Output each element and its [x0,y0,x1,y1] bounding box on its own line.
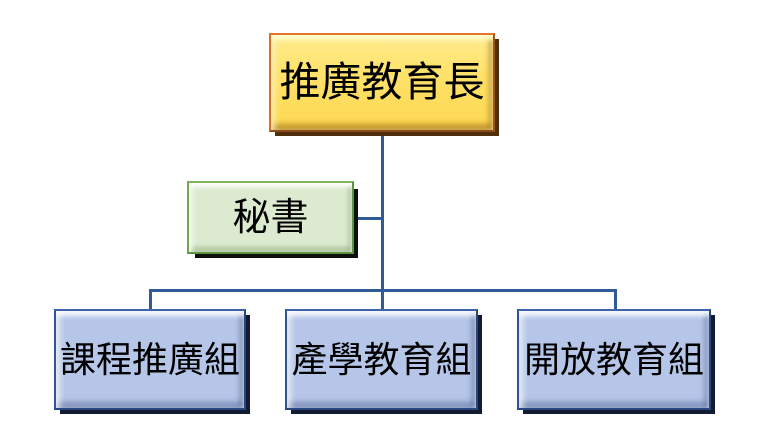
node-dept-industry-education-label: 產學教育組 [291,338,472,380]
connector-drop-left [149,290,152,310]
node-director-label: 推廣教育長 [279,59,485,105]
connector-director-vertical [381,132,384,310]
connector-bus-horizontal [149,289,617,292]
node-dept-open-education-label: 開放教育組 [523,338,704,380]
node-dept-curriculum-promotion-label: 課程推廣組 [59,338,240,380]
node-secretary-label: 秘書 [232,196,309,239]
node-secretary: 秘書 [187,181,354,254]
node-director: 推廣教育長 [269,33,495,132]
node-dept-open-education: 開放教育組 [517,309,711,410]
node-dept-industry-education: 產學教育組 [285,309,478,410]
connector-drop-right [614,290,617,310]
connector-secretary-horizontal [350,217,383,220]
node-dept-curriculum-promotion: 課程推廣組 [54,309,246,410]
